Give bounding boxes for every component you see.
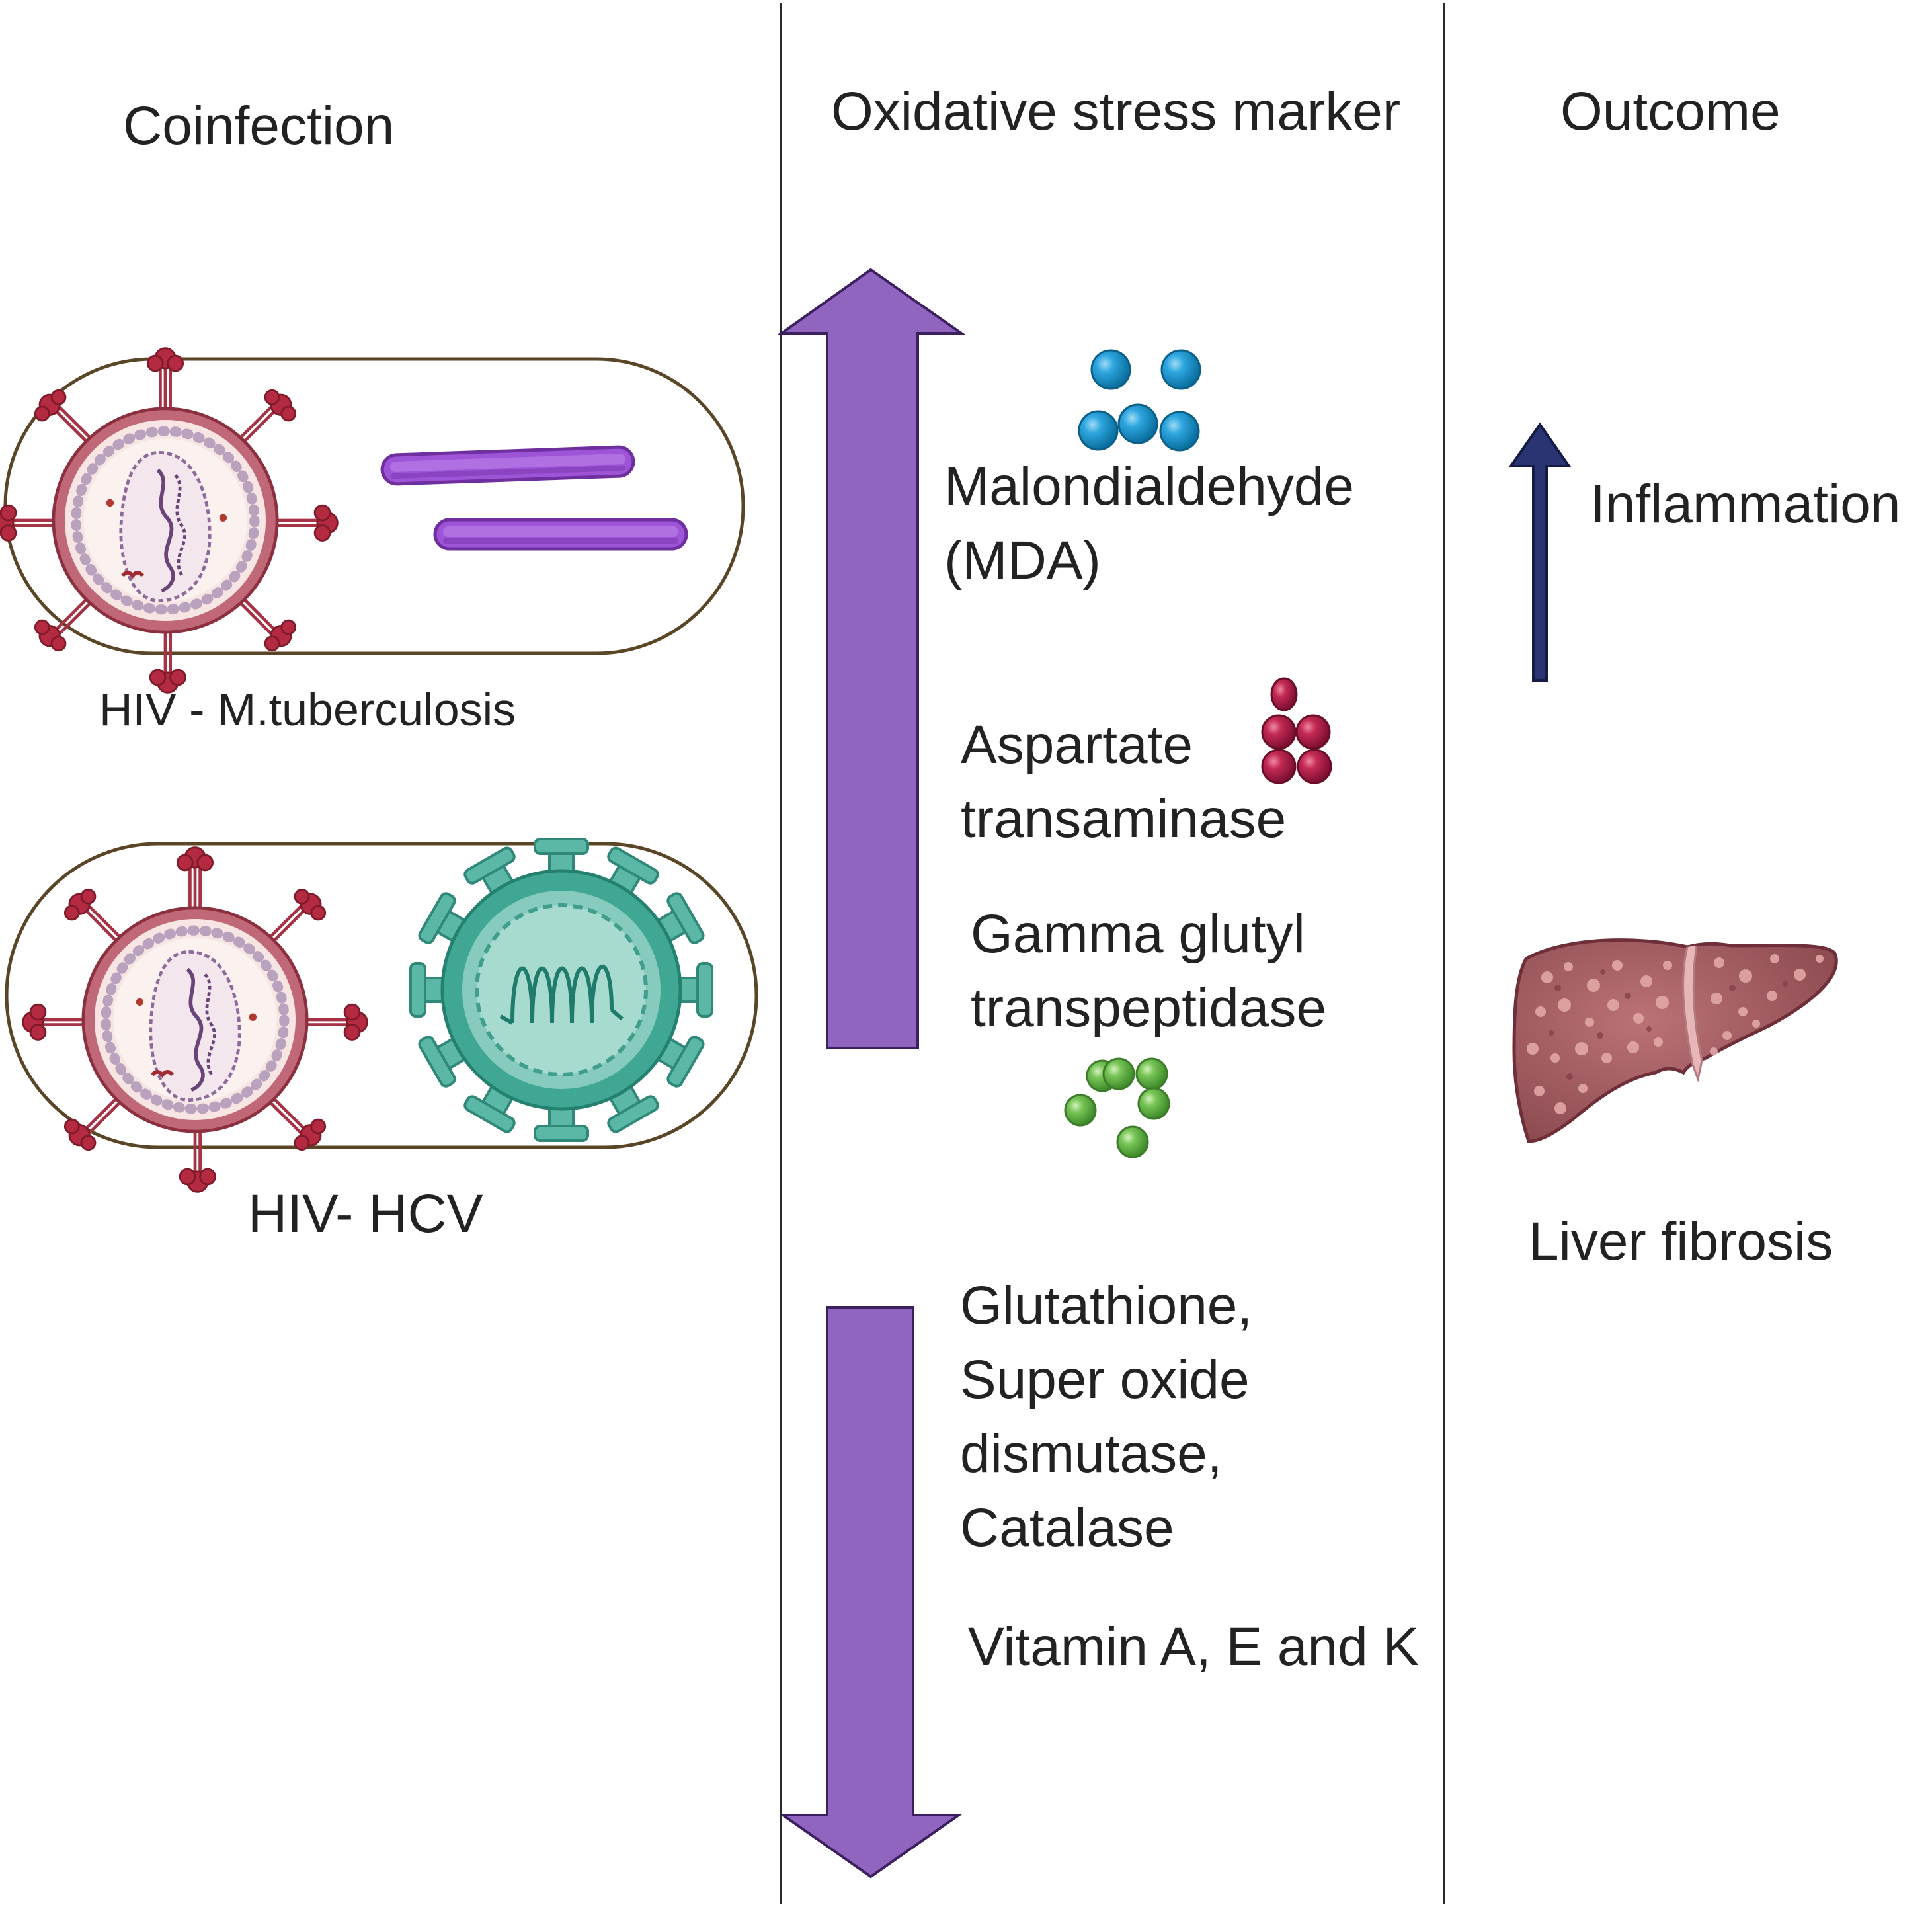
increase-arrow	[777, 268, 966, 1049]
mda-label: Malondialdehyde (MDA)	[944, 456, 1355, 590]
liver-fibrosis-label: Liver fibrosis	[1529, 1211, 1833, 1272]
marker-column-header: Oxidative stress marker	[831, 81, 1401, 142]
hiv-tb-label: HIV - M.tuberculosis	[99, 684, 516, 735]
inflammation-label: Inflammation	[1590, 474, 1901, 534]
fibrotic-liver-icon	[1512, 938, 1838, 1143]
ast-label: Aspartate transaminase	[961, 715, 1287, 849]
vitamins-label: Vitamin A, E and K	[968, 1617, 1420, 1677]
green-molecule-cluster-icon	[1064, 1057, 1170, 1158]
ggt-label: Gamma glutyl transpeptidase	[971, 904, 1326, 1038]
hcv-virus-icon	[409, 838, 713, 1142]
antioxidants-label: Glutathione, Super oxide dismutase, Cata…	[960, 1276, 1253, 1558]
hiv-hcv-label: HIV- HCV	[248, 1184, 483, 1244]
red-molecule-cluster-icon	[1261, 677, 1332, 784]
hiv-virus-icon	[23, 848, 368, 1192]
outcome-column-header: Outcome	[1560, 81, 1781, 142]
inflammation-up-arrow	[1508, 422, 1572, 682]
blue-molecule-cluster-icon	[1078, 349, 1201, 452]
decrease-arrow	[778, 1306, 963, 1879]
coinfection-column-header: Coinfection	[123, 96, 395, 156]
